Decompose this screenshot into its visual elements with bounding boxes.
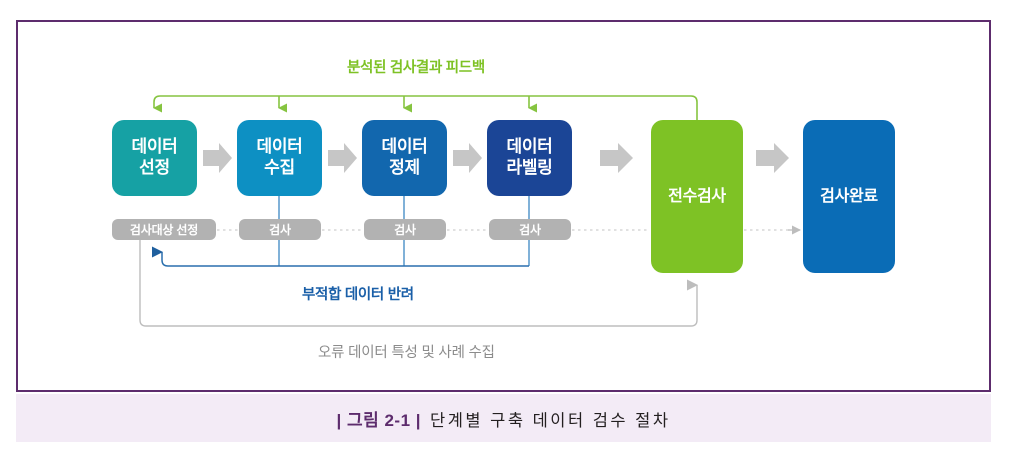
stage-label-line1: 검사완료 bbox=[820, 187, 878, 205]
stage-label-line2: 정제 bbox=[389, 158, 420, 177]
figure-title: 단계별 구축 데이터 검수 절차 bbox=[430, 411, 671, 430]
stage-label-line1: 데이터 bbox=[131, 137, 178, 157]
stage-label-line2: 라벨링 bbox=[506, 158, 553, 177]
stage-box-data-cleansing[interactable]: 데이터 정제 bbox=[362, 120, 447, 196]
label-reject-middle: 부적합 데이터 반려 bbox=[302, 287, 414, 303]
stage-label-line1: 데이터 bbox=[381, 137, 428, 157]
stage-label-line1: 데이터 bbox=[506, 137, 553, 157]
figure-number: | 그림 2-1 | bbox=[336, 410, 422, 430]
chip-inspection-3[interactable]: 검사 bbox=[489, 219, 571, 240]
figure-caption-band: | 그림 2-1 | 단계별 구축 데이터 검수 절차 bbox=[16, 394, 991, 442]
stage-label-line2: 수집 bbox=[264, 158, 295, 177]
stage-box-data-selection[interactable]: 데이터 선정 bbox=[112, 120, 197, 196]
stage-label-line2: 선정 bbox=[139, 158, 170, 177]
stage-box-data-collection[interactable]: 데이터 수집 bbox=[237, 120, 322, 196]
label-feedback-top: 분석된 검사결과 피드백 bbox=[347, 60, 485, 76]
chip-inspection-2[interactable]: 검사 bbox=[364, 219, 446, 240]
stage-label-line1: 전수검사 bbox=[668, 187, 726, 205]
stage-box-full-inspection[interactable]: 전수검사 bbox=[651, 120, 743, 273]
chip-inspection-1[interactable]: 검사 bbox=[239, 219, 321, 240]
figure-caption: | 그림 2-1 | 단계별 구축 데이터 검수 절차 bbox=[336, 406, 670, 431]
stage-label-line1: 데이터 bbox=[256, 137, 303, 157]
label-collect-bottom: 오류 데이터 특성 및 사례 수집 bbox=[318, 345, 495, 361]
chip-inspection-target-selection[interactable]: 검사대상 선정 bbox=[112, 219, 216, 240]
stage-box-data-labeling[interactable]: 데이터 라벨링 bbox=[487, 120, 572, 196]
stage-box-inspection-complete[interactable]: 검사완료 bbox=[803, 120, 895, 273]
